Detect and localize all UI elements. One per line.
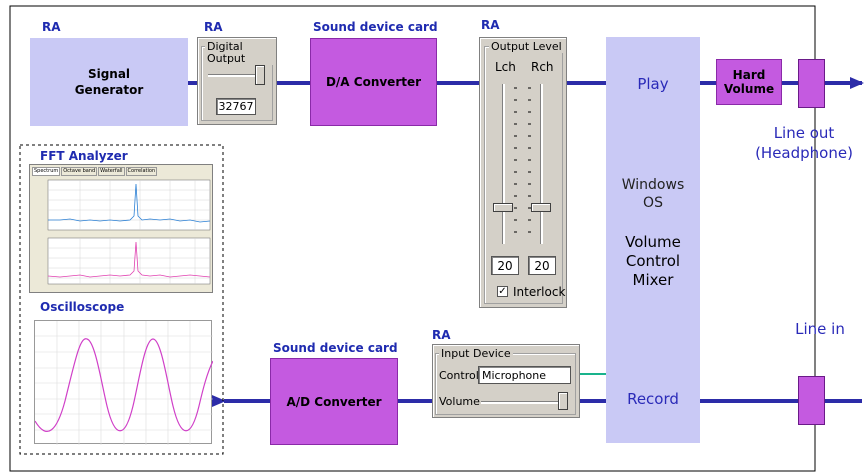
ra-label-output: RA <box>481 18 500 32</box>
line-in-connector <box>798 376 825 425</box>
fft-tab-3[interactable]: Correlation <box>125 167 158 176</box>
output-level-title: Output Level <box>489 40 564 53</box>
input-volume-thumb[interactable] <box>558 392 568 410</box>
input-device-title: Input Device <box>439 347 513 360</box>
digital-output-slider-thumb[interactable] <box>255 65 265 85</box>
ra-label-digital: RA <box>204 20 223 34</box>
line-out-connector <box>798 59 825 108</box>
lch-label: Lch <box>495 60 516 74</box>
mixer-play-label[interactable]: Play <box>637 75 669 93</box>
signal-generator-block[interactable]: Signal Generator <box>30 38 188 126</box>
mixer-os-line1: Windows <box>621 177 685 193</box>
sound-card-label-top: Sound device card <box>313 20 438 34</box>
fft-analyzer-title: FFT Analyzer <box>40 149 128 163</box>
mixer-os-line2: OS <box>643 195 663 211</box>
interlock-checkbox[interactable]: ✓ <box>497 286 508 297</box>
lch-value[interactable]: 20 <box>491 256 519 275</box>
digital-output-title: Digital Output <box>205 41 276 65</box>
mixer-block: Play Windows OS Volume Control Mixer Rec… <box>606 37 700 443</box>
rch-label: Rch <box>531 60 554 74</box>
input-control-value: Microphone <box>482 369 547 382</box>
line-in-label: Line in <box>795 320 845 338</box>
analyzer-dashed-frame <box>19 144 224 455</box>
oscilloscope-trace <box>35 338 213 432</box>
da-converter-block[interactable]: D/A Converter <box>310 38 437 126</box>
ra-label-input: RA <box>432 328 451 342</box>
output-level-ticks <box>514 87 531 233</box>
mixer-vc-line3: Mixer <box>632 271 674 289</box>
sound-card-label-bottom: Sound device card <box>273 341 398 355</box>
fft-plot-ch1-bg <box>47 179 211 231</box>
fft-tab-2[interactable]: Waterfall <box>98 167 125 176</box>
fft-ch1-trace <box>48 183 211 223</box>
lch-slider-thumb[interactable] <box>493 203 513 212</box>
lch-slider-track <box>502 84 505 244</box>
ad-converter-block[interactable]: A/D Converter <box>270 358 398 445</box>
digital-output-panel: Digital Output 32767 <box>197 37 277 125</box>
mixer-vc-line2: Control <box>625 252 681 270</box>
digital-output-slider-track <box>208 74 263 77</box>
headphone-label: (Headphone) <box>755 144 853 162</box>
oscilloscope-title: Oscilloscope <box>40 300 125 314</box>
input-volume-label: Volume <box>439 395 480 408</box>
rch-value[interactable]: 20 <box>528 256 556 275</box>
input-control-select[interactable]: Microphone <box>478 366 571 384</box>
fft-tab-0[interactable]: Spectrum <box>32 167 61 176</box>
oscilloscope-window[interactable] <box>34 320 213 445</box>
fft-ch2-trace <box>47 241 211 278</box>
input-volume-track <box>481 401 567 404</box>
fft-tab-1[interactable]: Octave band <box>61 167 98 176</box>
fft-analyzer-window[interactable]: Spectrum Octave band Waterfall Correlati… <box>29 164 213 293</box>
mixer-record-label[interactable]: Record <box>627 390 679 408</box>
line-out-label: Line out <box>773 124 835 142</box>
fft-tab-bar: Spectrum Octave band Waterfall Correlati… <box>32 167 158 176</box>
mixer-vc-line1: Volume <box>625 233 681 251</box>
outer-frame <box>9 5 816 472</box>
fft-plot-ch2-bg <box>47 237 211 285</box>
output-level-panel: Output Level Lch Rch 20 20 ✓ Interlock <box>479 37 567 308</box>
hard-volume-block[interactable]: Hard Volume <box>716 59 782 105</box>
fft-plots <box>47 179 211 285</box>
digital-output-value[interactable]: 32767 <box>216 98 256 115</box>
oscilloscope-plot <box>35 321 213 445</box>
rch-slider-track <box>540 84 543 244</box>
ra-label-signal: RA <box>42 20 61 34</box>
rch-slider-thumb[interactable] <box>531 203 551 212</box>
interlock-label: Interlock <box>513 285 566 299</box>
input-control-label: Control <box>439 369 479 382</box>
input-device-panel: Input Device Control Microphone Volume <box>432 344 580 418</box>
